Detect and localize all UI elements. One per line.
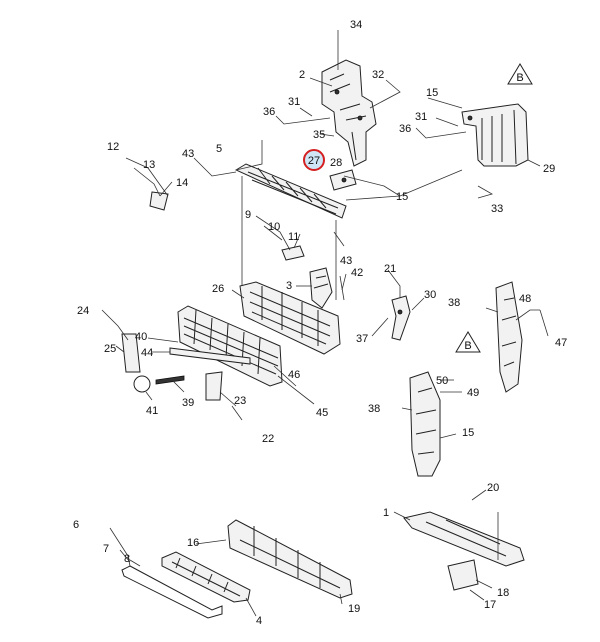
callout-36-right[interactable]: 36: [399, 123, 411, 135]
callout-47[interactable]: 47: [555, 337, 567, 349]
callout-31-right[interactable]: 31: [415, 111, 427, 123]
callout-20[interactable]: 20: [487, 482, 499, 494]
right-side-bracket: [461, 103, 529, 167]
callout-25[interactable]: 25: [104, 343, 116, 355]
callout-26[interactable]: 26: [212, 283, 224, 295]
bracket-30: [391, 295, 411, 341]
callout-15-mid[interactable]: 15: [396, 191, 408, 203]
lower-support: [227, 519, 353, 599]
callout-12[interactable]: 12: [107, 141, 119, 153]
upper-grille-bar: [234, 163, 347, 219]
callout-19[interactable]: 19: [348, 603, 360, 615]
callout-39[interactable]: 39: [182, 397, 194, 409]
ring-41: [133, 375, 151, 393]
callout-42[interactable]: 42: [351, 267, 363, 279]
callout-49[interactable]: 49: [467, 387, 479, 399]
clip-28: [329, 169, 357, 191]
callout-11[interactable]: 11: [288, 231, 299, 243]
upper-support-bracket: [321, 59, 377, 167]
callout-38-top[interactable]: 38: [448, 297, 460, 309]
panel-23: [205, 371, 223, 401]
callout-10[interactable]: 10: [268, 221, 280, 233]
callout-31-left[interactable]: 31: [288, 96, 300, 108]
reference-marker-b-upper: B: [507, 63, 533, 85]
callout-34[interactable]: 34: [350, 19, 362, 31]
callout-22[interactable]: 22: [262, 433, 274, 445]
callout-3[interactable]: 3: [286, 280, 292, 292]
side-panel-25: [121, 333, 141, 373]
strip-39: [155, 375, 185, 385]
callout-28[interactable]: 28: [330, 157, 342, 169]
callout-38-mid[interactable]: 38: [368, 403, 380, 415]
callout-43-top[interactable]: 43: [182, 148, 194, 160]
callout-21[interactable]: 21: [384, 263, 396, 275]
lower-grille-mesh: [177, 305, 283, 387]
lower-tray: [403, 511, 525, 591]
callout-24[interactable]: 24: [77, 305, 89, 317]
lower-grille-4: [161, 551, 251, 603]
callout-30[interactable]: 30: [424, 289, 436, 301]
callout-17[interactable]: 17: [484, 599, 496, 611]
callout-13[interactable]: 13: [143, 159, 155, 171]
reference-marker-b-lower-label: B: [464, 340, 471, 352]
callout-18[interactable]: 18: [497, 587, 509, 599]
callout-32[interactable]: 32: [372, 69, 384, 81]
callout-35[interactable]: 35: [313, 129, 325, 141]
reference-marker-b-lower: B: [455, 331, 481, 353]
callout-23[interactable]: 23: [234, 395, 246, 407]
callout-40[interactable]: 40: [135, 331, 147, 343]
callout-7[interactable]: 7: [103, 543, 109, 555]
callout-50[interactable]: 50: [436, 375, 448, 387]
callout-29[interactable]: 29: [543, 163, 555, 175]
leader-lines: [101, 30, 549, 617]
callout-4[interactable]: 4: [256, 615, 262, 627]
reference-marker-b-upper-label: B: [516, 72, 523, 84]
callout-15-lower[interactable]: 15: [462, 427, 474, 439]
callout-1[interactable]: 1: [383, 507, 389, 519]
highlighted-callout-label: 27: [308, 155, 320, 167]
callout-41[interactable]: 41: [146, 405, 158, 417]
callout-2[interactable]: 2: [299, 69, 305, 81]
callout-45[interactable]: 45: [316, 407, 328, 419]
callout-5[interactable]: 5: [216, 143, 222, 155]
callout-14[interactable]: 14: [176, 177, 188, 189]
callout-6[interactable]: 6: [73, 519, 79, 531]
callout-48[interactable]: 48: [519, 293, 531, 305]
callout-15-top[interactable]: 15: [426, 87, 438, 99]
callout-16[interactable]: 16: [187, 537, 199, 549]
callout-9[interactable]: 9: [245, 209, 251, 221]
callout-43-mid[interactable]: 43: [340, 255, 352, 267]
highlighted-callout[interactable]: 27: [303, 149, 325, 171]
callout-37[interactable]: 37: [356, 333, 368, 345]
bumper-trim: [121, 565, 223, 619]
alignment-lines: [241, 176, 337, 300]
bracket-49: [409, 371, 441, 477]
bracket-47: [495, 281, 523, 393]
callout-44[interactable]: 44: [141, 347, 153, 359]
callout-8[interactable]: 8: [124, 553, 130, 565]
bracket-11: [281, 245, 305, 261]
callout-46[interactable]: 46: [288, 369, 300, 381]
main-grille: [239, 281, 341, 355]
callout-33[interactable]: 33: [491, 203, 503, 215]
center-bracket: [309, 267, 345, 309]
callout-numbers: 34 2 32 15 31 36 31 36 35 12 5 43 28 29 …: [73, 19, 567, 627]
callout-36-left[interactable]: 36: [263, 106, 275, 118]
